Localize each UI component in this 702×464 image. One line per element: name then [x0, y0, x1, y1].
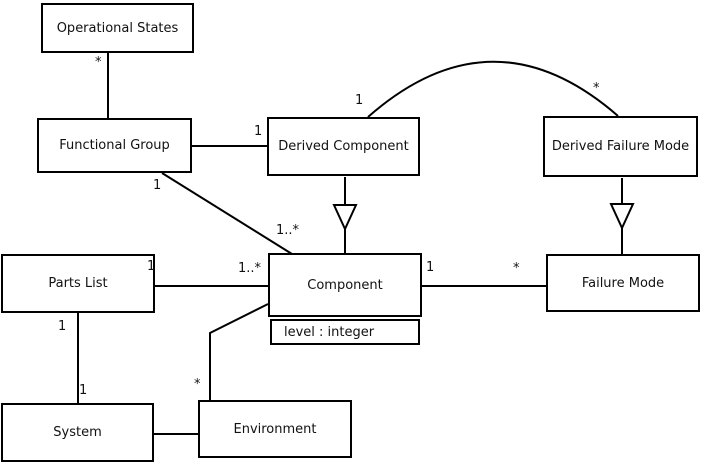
class-name: Environment [233, 421, 317, 437]
class-name: Derived Component [278, 139, 409, 154]
attribute-level: level : integer [284, 324, 375, 340]
generalization-arrow-derived-failure-mode [609, 203, 635, 231]
class-name: Failure Mode [581, 275, 665, 291]
mult-functional-group-end: 1 [153, 178, 162, 193]
association-arc-derived-component-derived-failure-mode [367, 60, 619, 118]
class-parts-list: Parts List [1, 254, 155, 313]
class-name: Parts List [48, 276, 108, 291]
class-environment: Environment [198, 400, 352, 458]
class-failure-mode: Failure Mode [546, 254, 700, 312]
mult-component-end-parts: 1..* [238, 261, 262, 276]
mult-arc-derived-component-end: 1 [355, 93, 364, 108]
class-name: Operational States [56, 20, 179, 36]
association-functional-group-component [161, 172, 293, 255]
mult-derived-component-end: 1 [254, 124, 263, 139]
class-name: Derived Failure Mode [551, 139, 690, 154]
class-name: System [53, 425, 102, 440]
class-derived-component: Derived Component [267, 117, 420, 176]
mult-operational-states-end: * [95, 55, 102, 70]
mult-arc-derived-failure-mode-end: * [593, 81, 600, 96]
class-functional-group: Functional Group [37, 118, 192, 173]
class-component: Component [268, 253, 422, 317]
association-environment-component [209, 303, 269, 400]
mult-parts-list-end: 1 [147, 259, 156, 274]
mult-environment-end: * [194, 377, 201, 392]
mult-component-end-fm: 1 [426, 260, 435, 275]
mult-failure-mode-end: * [513, 261, 520, 276]
mult-system-end: 1 [79, 383, 88, 398]
generalization-arrow-derived-component [332, 204, 358, 232]
class-derived-failure-mode: Derived Failure Mode [543, 116, 698, 177]
class-operational-states: Operational States [41, 3, 194, 53]
class-name: Component [307, 277, 383, 293]
class-system: System [1, 403, 154, 462]
class-name: Functional Group [59, 138, 170, 153]
mult-component-end-fg: 1..* [276, 223, 300, 238]
mult-parts-list-end-system: 1 [58, 319, 67, 334]
class-component-attributes: level : integer [270, 319, 420, 345]
